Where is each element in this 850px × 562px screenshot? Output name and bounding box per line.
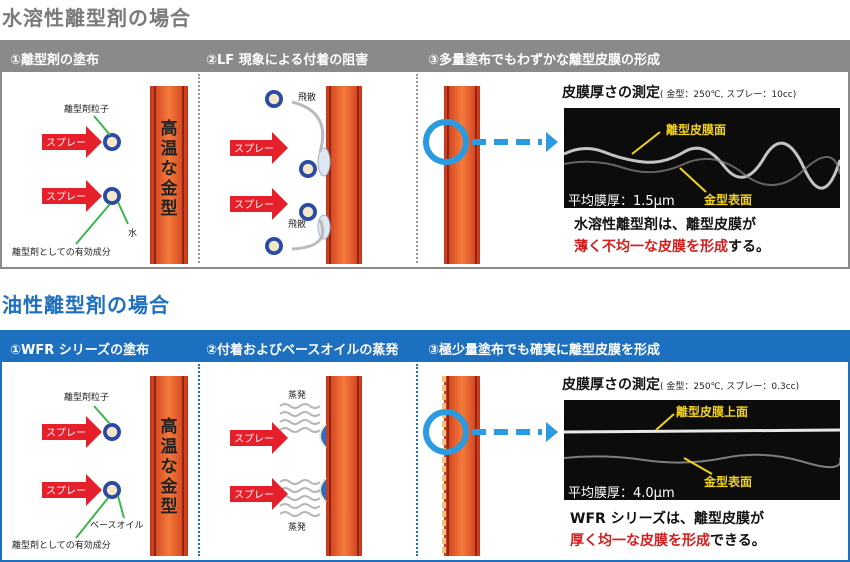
water-scatter-label-2: 飛散: [288, 218, 306, 230]
water-particle-1: [103, 133, 121, 151]
oil-evaporation-label-1: 蒸発: [288, 389, 306, 401]
water-water-label: 水: [128, 227, 137, 239]
oil-deposit-1: [319, 423, 327, 449]
oil-spray-arrow-4: スプレー: [230, 478, 288, 510]
svg-text:スプレー: スプレー: [46, 191, 86, 203]
oil-particle-leader: [93, 405, 111, 425]
oil-mold-2: [326, 376, 362, 556]
water-mold-surface-label: 金型表面: [703, 192, 752, 207]
oil-film-surface-label: 離型皮膜上面: [676, 404, 748, 419]
oil-measure-note: ( 金型：250℃, スプレー：0.3cc): [660, 382, 800, 392]
svg-text:スプレー: スプレー: [46, 485, 86, 497]
oil-deposit-2: [319, 477, 327, 503]
svg-text:スプレー: スプレー: [46, 137, 86, 149]
oil-mold-3: [442, 376, 480, 556]
water-particle-2: [103, 187, 121, 205]
oil-step-3-label: ③極少量塗布でも確実に離型皮膜を形成: [428, 343, 661, 358]
oil-step-1-label: ①WFR シリーズの塗布: [10, 343, 150, 358]
water-panel: ①離型剤の塗布 ②LF 現象による付着の阻害 ③多量塗布でもわずかな離型皮膜の形…: [0, 40, 850, 269]
water-section-title: 水溶性離型剤の場合: [2, 6, 191, 30]
water-step-2-label: ②LF 現象による付着の阻害: [206, 53, 369, 68]
oil-measure-title: 皮膜厚さの測定( 金型：250℃, スプレー：0.3cc): [562, 377, 800, 393]
oil-caption-line1: WFR シリーズは、離型皮膜が: [570, 511, 764, 527]
oil-base-oil-label: ベースオイル: [90, 520, 144, 531]
oil-evaporation-waves-1: [279, 403, 321, 433]
oil-caption-tail: できる。: [710, 533, 766, 549]
oil-evaporation-waves-2: [279, 479, 321, 517]
oil-active-leader: [75, 497, 109, 539]
water-caption-line1: 水溶性離型剤は、離型皮膜が: [574, 217, 756, 233]
oil-divider-1: [198, 364, 200, 556]
water-caption-highlight: 薄く不均一な皮膜を形成: [574, 239, 728, 255]
water-scatter-arrow-1: [291, 100, 325, 153]
oil-particle-1: [103, 423, 121, 441]
water-steam-bubbles: [317, 147, 331, 240]
svg-text:スプレー: スプレー: [234, 489, 274, 501]
water-scatter-particle-2: [265, 237, 283, 255]
water-mold-label-1: 高温な金型: [160, 118, 179, 219]
oil-avg-thickness: 平均膜厚：4.0μm: [568, 486, 675, 501]
water-step-3-label: ③多量塗布でもわずかな離型皮膜の形成: [428, 53, 661, 68]
water-step-1-label: ①離型剤の塗布: [10, 53, 100, 68]
water-spray-arrow-2: スプレー: [42, 180, 102, 212]
oil-divider-2: [416, 364, 418, 556]
water-scatter-label-1: 飛散: [298, 91, 316, 103]
water-particle-leader: [93, 115, 111, 136]
oil-particle-2: [103, 481, 121, 499]
svg-text:スプレー: スプレー: [234, 143, 274, 155]
water-measure-title: 皮膜厚さの測定( 金型：250℃, スプレー：10cc): [562, 85, 797, 101]
oil-step-2-label: ②付着およびベースオイルの蒸発: [206, 343, 399, 358]
oil-active-label: 離型剤としての有効成分: [12, 539, 111, 551]
water-film-surface-label: 離型皮膜面: [666, 122, 726, 137]
svg-text:スプレー: スプレー: [234, 433, 274, 445]
oil-mold-surface-label: 金型表面: [703, 474, 752, 489]
oil-zoom-circle: [423, 409, 469, 455]
water-mold-1: [150, 86, 188, 264]
water-particle-label: 離型剤粒子: [64, 103, 109, 115]
oil-caption-highlight: 厚く均一な皮膜を形成: [570, 533, 710, 549]
oil-panel: ①WFR シリーズの塗布 ②付着およびベースオイルの蒸発 ③極少量塗布でも確実に…: [0, 330, 850, 562]
oil-diagram: 高温な金型 スプレー スプレー 離型剤粒子 ベースオイル 離型剤としての有効成分: [12, 376, 558, 556]
water-scatter-particle-1: [265, 90, 283, 108]
oil-panel-header: [2, 332, 848, 362]
svg-text:スプレー: スプレー: [46, 427, 86, 439]
water-avg-thickness: 平均膜厚：1.5μm: [568, 194, 675, 209]
water-active-leader: [75, 203, 111, 245]
water-scatter-particle-3: [299, 160, 317, 178]
svg-text:スプレー: スプレー: [234, 199, 274, 211]
water-spray-arrow-4: スプレー: [230, 188, 288, 220]
oil-mold-1: [150, 376, 188, 556]
water-caption-line2: 薄く不均一な皮膜を形成する。: [574, 236, 770, 256]
oil-spray-arrow-3: スプレー: [230, 422, 288, 454]
oil-film-image: 離型皮膜上面 金型表面: [564, 400, 840, 500]
oil-mold-label-1: 高温な金型: [160, 416, 179, 517]
water-film-image: 離型皮膜面 金型表面: [564, 108, 840, 208]
water-spray-arrow-1: スプレー: [42, 126, 102, 158]
oil-evaporation-label-2: 蒸発: [288, 521, 306, 533]
water-water-leader: [117, 201, 129, 225]
water-scatter-arrow-2: [291, 219, 325, 251]
oil-spray-arrow-1: スプレー: [42, 416, 102, 448]
water-scatter-particle-4: [299, 203, 317, 221]
water-spray-arrow-3: スプレー: [230, 132, 288, 164]
water-divider-2: [416, 74, 418, 263]
water-zoom-circle: [423, 119, 469, 165]
oil-spray-arrow-2: スプレー: [42, 474, 102, 506]
oil-base-oil-leader: [117, 495, 125, 519]
water-mold-3: [444, 86, 480, 264]
water-panel-header: [2, 42, 848, 72]
oil-section-title: 油性離型剤の場合: [2, 293, 170, 317]
oil-zoom-arrow-head: [546, 422, 558, 442]
water-caption-tail: する。: [728, 239, 770, 255]
oil-particle-label: 離型剤粒子: [64, 391, 109, 403]
water-diagram: 高温な金型 スプレー スプレー 離型剤粒子 水 離型剤としての有効成分: [12, 86, 558, 264]
oil-caption-line2: 厚く均一な皮膜を形成できる。: [570, 530, 766, 550]
water-mold-2: [326, 86, 362, 264]
water-divider-1: [198, 74, 200, 263]
water-measure-note: ( 金型：250℃, スプレー：10cc): [660, 90, 797, 100]
water-active-label: 離型剤としての有効成分: [12, 246, 111, 258]
water-zoom-arrow-head: [546, 132, 558, 152]
